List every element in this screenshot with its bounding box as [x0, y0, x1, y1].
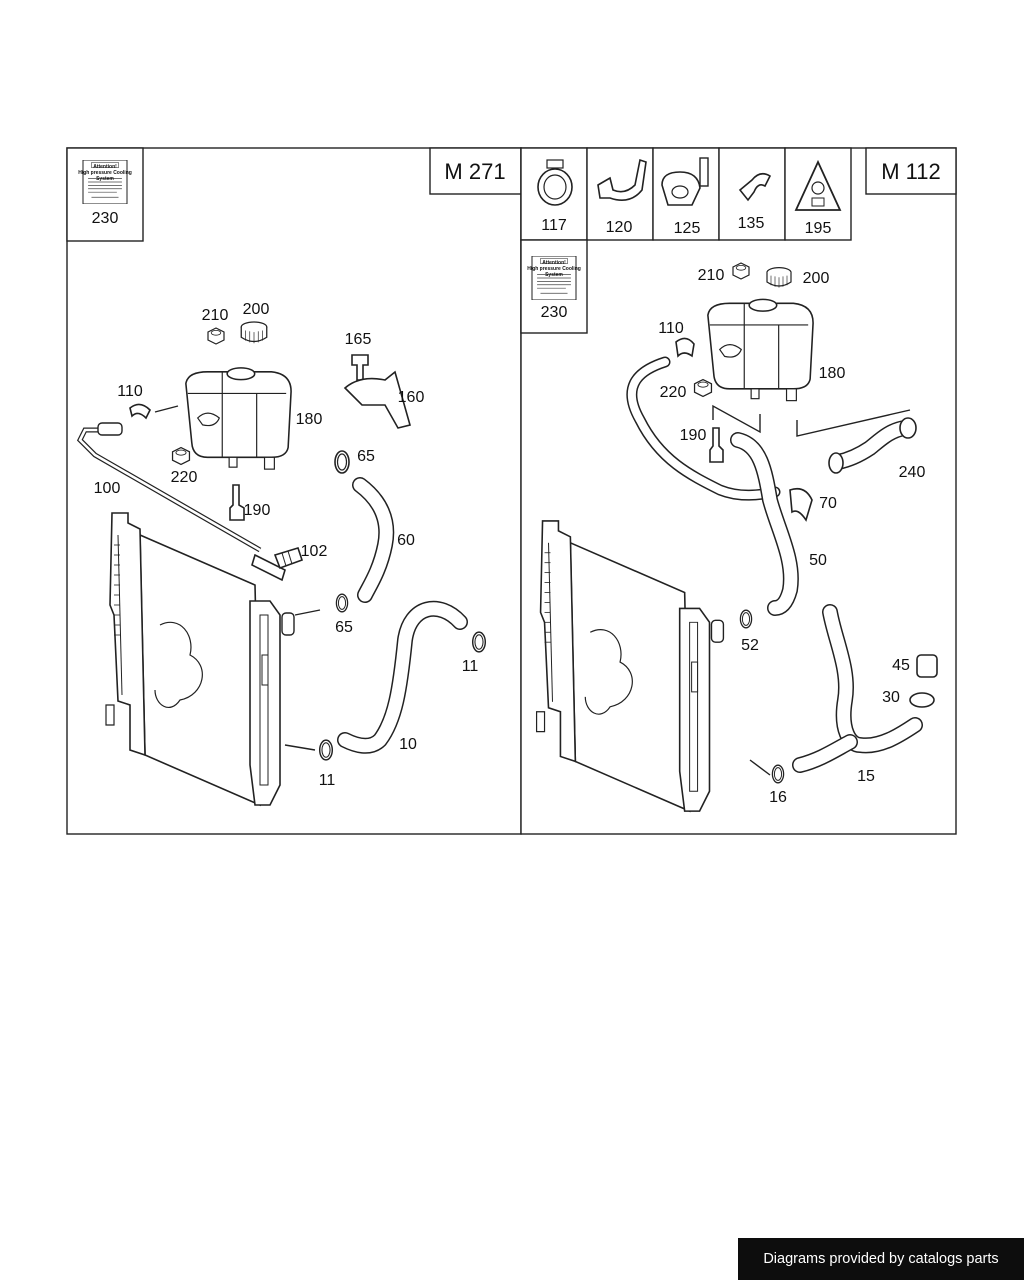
label-65-bottom: 65: [335, 619, 353, 636]
sticker-line-1: Attention!: [93, 164, 117, 170]
cap-200-right: [766, 266, 792, 289]
label-102: 102: [301, 543, 328, 560]
label-190-right: 190: [680, 427, 707, 444]
label-160: 160: [398, 389, 425, 406]
label-117: 117: [541, 217, 567, 234]
label-230-left: 230: [92, 210, 119, 227]
label-11-bottom: 11: [319, 772, 336, 789]
label-210-right: 210: [698, 267, 725, 284]
label-52: 52: [741, 637, 759, 654]
label-50: 50: [809, 552, 827, 569]
warning-triangle-195-icon: [794, 159, 842, 211]
hose-clamp-117-icon: [537, 159, 573, 206]
label-195: 195: [805, 220, 832, 237]
expansion-tank-left: [185, 367, 292, 470]
label-200-right: 200: [803, 270, 830, 287]
engine-box-left: [429, 147, 522, 195]
right-panel: M 112 117 120 125 135 195 Atte: [520, 147, 957, 835]
expansion-tank-right: [707, 298, 814, 402]
left-panel: Attention! High pressure Cooling System …: [66, 147, 522, 835]
label-120: 120: [606, 219, 633, 236]
clip-135-icon: [738, 172, 772, 202]
grommet-220-left: [171, 446, 191, 466]
label-230-right: 230: [541, 304, 568, 321]
bracket-160: [343, 370, 411, 429]
label-165: 165: [345, 331, 372, 348]
label-210-left: 210: [202, 307, 229, 324]
label-60: 60: [397, 532, 415, 549]
label-15: 15: [857, 768, 875, 785]
connector-102: [273, 547, 304, 570]
sensor-190-right: [709, 427, 724, 463]
clamp-110-left: [129, 403, 151, 420]
label-200-left: 200: [243, 301, 270, 318]
label-100: 100: [94, 480, 121, 497]
sticker-right-line-2: High pressure Cooling: [527, 266, 581, 272]
label-70: 70: [819, 495, 837, 512]
clip-125-icon: [661, 157, 709, 206]
nut-210-left: [207, 327, 225, 345]
label-240: 240: [899, 464, 926, 481]
label-110-left: 110: [117, 383, 143, 400]
label-220-right: 220: [660, 384, 687, 401]
clamp-70: [789, 487, 813, 522]
connector-100-end: [251, 553, 286, 582]
label-65-top: 65: [357, 448, 375, 465]
label-16: 16: [769, 789, 787, 806]
nut-210-right: [732, 262, 750, 280]
label-11-top: 11: [462, 658, 479, 675]
clamp-110-right: [675, 337, 695, 358]
sticker-right-line-3: System: [545, 272, 563, 278]
label-110-right: 110: [658, 320, 684, 337]
sleeve-45: [916, 654, 938, 678]
label-10: 10: [399, 736, 417, 753]
label-180-left: 180: [296, 411, 323, 428]
sticker-line-3: System: [96, 176, 114, 182]
sensor-190-left: [229, 484, 245, 521]
label-190-left: 190: [244, 502, 271, 519]
label-220-left: 220: [171, 469, 198, 486]
label-135: 135: [738, 215, 765, 232]
engine-title-m112: M 112: [881, 159, 941, 184]
label-125: 125: [674, 220, 701, 237]
label-30: 30: [882, 689, 900, 706]
cap-200-left: [240, 321, 268, 344]
sticker-line-2: High pressure Cooling: [78, 170, 132, 176]
engine-box-right: [865, 147, 957, 195]
label-180-right: 180: [819, 365, 846, 382]
label-45: 45: [892, 657, 910, 674]
strap-120-icon: [597, 158, 647, 201]
grommet-220-right: [693, 378, 713, 398]
clamp-30: [909, 692, 935, 708]
credits-footer: Diagrams provided by catalogs parts: [738, 1238, 1024, 1280]
engine-title-m271: M 271: [444, 159, 505, 184]
sticker-right-line-1: Attention!: [542, 260, 566, 266]
